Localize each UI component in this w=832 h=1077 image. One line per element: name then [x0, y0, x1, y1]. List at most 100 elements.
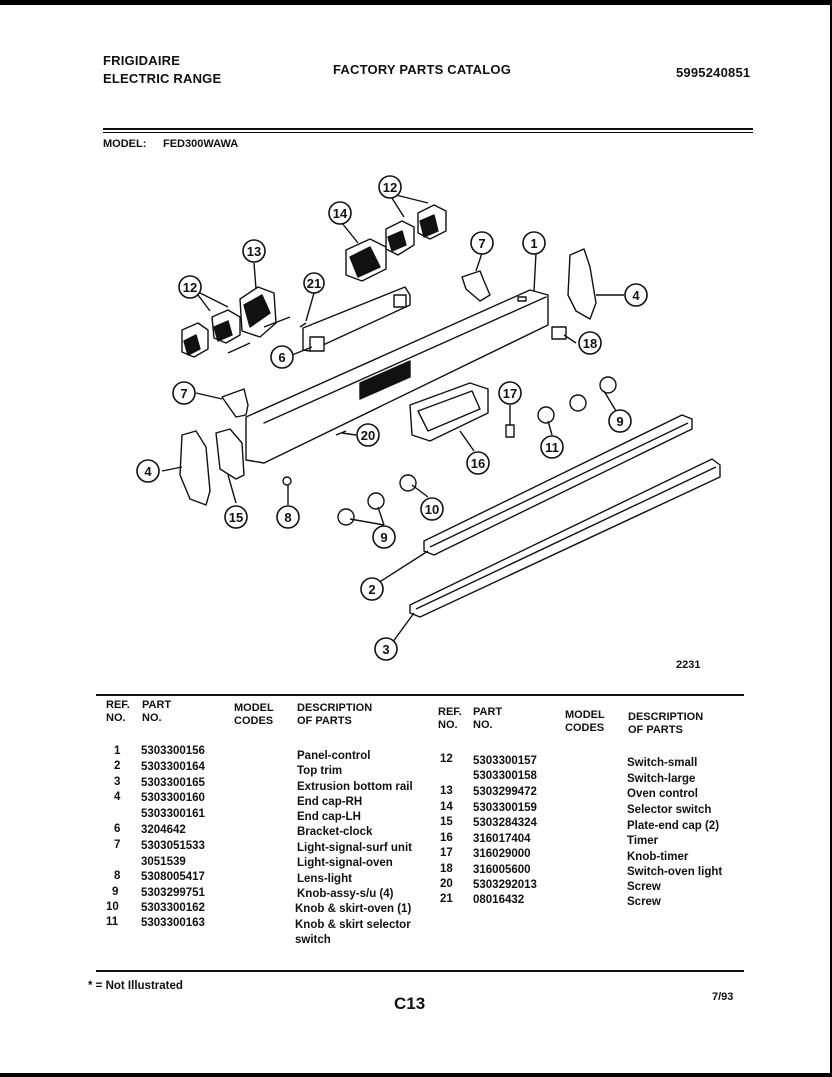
row-desc: Extrusion bottom rail [297, 781, 413, 793]
table-bottom-rule [96, 970, 744, 972]
row-ref: 15 [440, 816, 453, 828]
row-ref: 1 [114, 745, 121, 757]
row-desc: End cap-RH [297, 796, 363, 808]
row-part: 316017404 [473, 833, 531, 845]
callout-16: 16 [471, 456, 485, 471]
row-desc: Knob & skirt-oven (1) [295, 903, 412, 915]
row-desc: Light-signal-oven [297, 857, 393, 869]
page-code: C13 [394, 994, 426, 1013]
callout-12-top: 12 [383, 180, 397, 195]
row-part: 5303300159 [473, 802, 537, 814]
callout-2: 2 [368, 582, 375, 597]
callout-1: 1 [530, 236, 537, 251]
light-signal-left [221, 388, 249, 418]
row-ref: 9 [112, 886, 119, 898]
row-desc: Selector switch [627, 804, 712, 816]
screw-20 [335, 430, 347, 436]
row-part: 5303300165 [141, 777, 205, 789]
callout-15: 15 [229, 510, 243, 525]
table-top-rule [96, 694, 744, 696]
row-desc: Screw [627, 896, 661, 908]
catalog-number: 5995240851 [676, 65, 751, 80]
row-desc: Knob & skirt selector [295, 919, 411, 931]
row-desc: Screw [627, 881, 661, 893]
row-ref: 10 [106, 901, 119, 913]
row-part: 5303299472 [473, 786, 537, 798]
row-desc: Knob-assy-s/u (4) [297, 888, 394, 900]
knob-su-d [599, 376, 617, 394]
figure-number: 2231 [676, 659, 701, 671]
knob-selector [537, 406, 555, 424]
row-part: 316029000 [473, 848, 531, 860]
row-ref: 6 [114, 823, 121, 835]
row-part: 5303300162 [141, 902, 205, 914]
row-part: 5303051533 [141, 840, 205, 852]
row-ref: 13 [440, 785, 453, 797]
row-desc: Switch-large [627, 773, 696, 785]
header-ref-no-right: REF.NO. [438, 706, 462, 731]
row-desc: Knob-timer [627, 851, 689, 863]
callout-7-top: 7 [478, 236, 485, 251]
lens-light-part [282, 476, 292, 486]
callout-9-right: 9 [616, 414, 623, 429]
row-desc: switch [295, 934, 331, 946]
row-part: 5303300157 [473, 755, 537, 767]
callout-7-left: 7 [180, 386, 187, 401]
product-name: ELECTRIC RANGE [103, 71, 222, 86]
screw-21 [299, 322, 307, 328]
callout-4-right: 4 [632, 288, 640, 303]
not-illustrated-note: * = Not Illustrated [88, 980, 183, 992]
row-ref: 16 [440, 832, 453, 844]
callout-3: 3 [382, 642, 389, 657]
header-ref-no-left: REF.NO. [106, 699, 130, 724]
timer-part [409, 382, 489, 442]
row-part: 5303292013 [473, 879, 537, 891]
row-part: 5303299751 [141, 887, 205, 899]
callout-21: 21 [307, 276, 321, 291]
callout-17: 17 [503, 386, 517, 401]
end-cap-lh [179, 430, 211, 506]
row-ref: 11 [106, 916, 119, 928]
row-part: 5303300158 [473, 770, 537, 782]
row-desc: Lens-light [297, 873, 352, 885]
callout-20: 20 [361, 428, 375, 443]
callout-6: 6 [278, 350, 285, 365]
row-ref: 7 [114, 839, 121, 851]
row-part: 5303300164 [141, 761, 205, 773]
row-ref: 4 [114, 791, 121, 803]
row-part: 3204642 [141, 824, 186, 836]
row-part: 3051539 [141, 856, 186, 868]
row-part: 5303300163 [141, 917, 205, 929]
header-rule [103, 128, 753, 130]
model-label: MODEL: [103, 138, 147, 150]
callout-13: 13 [247, 244, 261, 259]
callout-12-left: 12 [183, 280, 197, 295]
row-part: 5308005417 [141, 871, 205, 883]
header-rule-thin [103, 132, 753, 133]
callout-9-left: 9 [380, 530, 387, 545]
row-ref: 20 [440, 878, 453, 890]
light-signal-top [461, 270, 491, 302]
exploded-parts-diagram: 12 14 13 12 21 6 7 1 4 18 7 17 20 9 11 1… [136, 175, 721, 661]
revision-date: 7/93 [712, 991, 734, 1003]
row-desc: Switch-oven light [627, 866, 723, 878]
row-part: 5303284324 [473, 817, 537, 829]
plate-end-cap [215, 428, 245, 480]
row-part: 5303300156 [141, 745, 205, 757]
row-desc: Oven control [627, 788, 698, 800]
row-desc: End cap-LH [297, 811, 361, 823]
brand-name: FRIGIDAIRE [103, 53, 181, 68]
display-window [359, 360, 411, 400]
row-part: 5303300161 [141, 808, 205, 820]
row-desc: Bracket-clock [297, 826, 373, 838]
knob-su-a [337, 508, 355, 526]
knob-timer-part [505, 424, 515, 438]
callout-4-left: 4 [144, 464, 152, 479]
row-desc: Light-signal-surf unit [297, 842, 412, 854]
callout-18: 18 [583, 336, 597, 351]
row-part: 08016432 [473, 894, 525, 906]
